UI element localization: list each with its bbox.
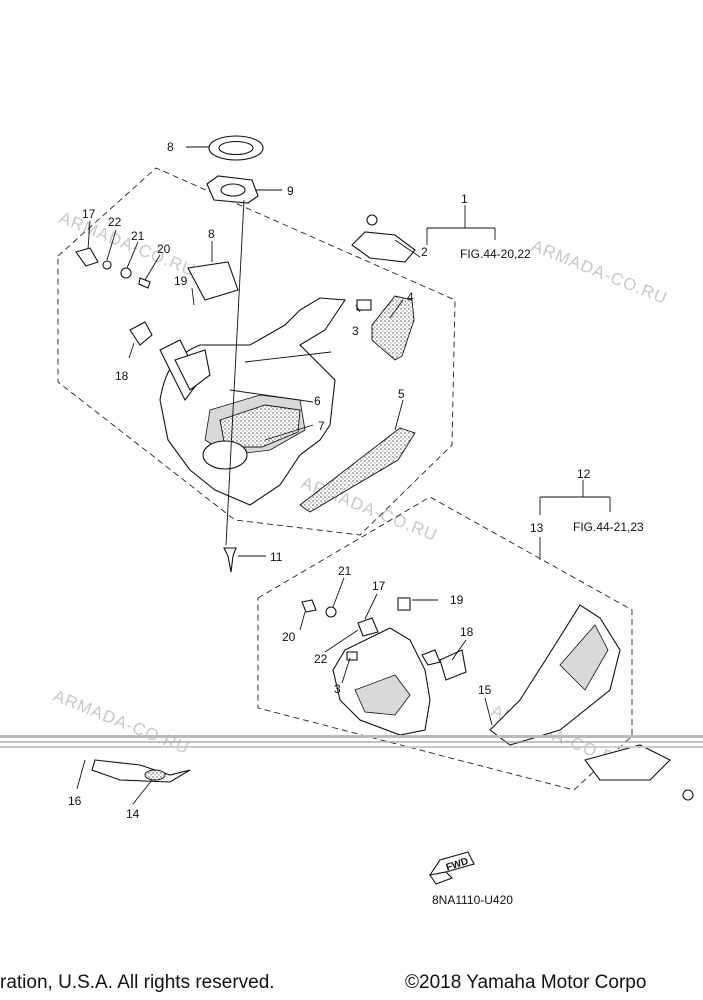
callout-2: 2 bbox=[421, 245, 428, 259]
callout-15: 15 bbox=[478, 683, 492, 697]
lower-assembly-outline bbox=[257, 496, 633, 791]
part-10-gasket bbox=[208, 135, 264, 161]
callout-13: 13 bbox=[530, 521, 544, 535]
callout-12: 12 bbox=[577, 467, 591, 481]
part-3-clip-upper bbox=[356, 299, 372, 311]
callout-9: 9 bbox=[287, 184, 294, 198]
part-11-screw bbox=[223, 547, 237, 573]
callout-8: 8 bbox=[208, 227, 215, 241]
callout-21-lower: 21 bbox=[338, 564, 352, 578]
upper-assembly-outline bbox=[57, 167, 456, 536]
figure-ref-upper: FIG.44-20,22 bbox=[460, 247, 531, 261]
scan-noise-band bbox=[0, 735, 703, 748]
callout-22-lower: 22 bbox=[314, 652, 328, 666]
callout-20-lower: 20 bbox=[282, 630, 296, 644]
callouts: 8 9 1 2 3 4 5 6 7 8 19 18 17 22 21 20 11… bbox=[68, 140, 591, 821]
part-4-pad bbox=[371, 295, 415, 361]
watermark-2: ARMADA-CO.RU bbox=[529, 236, 671, 308]
callout-10: 8 bbox=[167, 140, 174, 154]
callout-14: 14 bbox=[126, 807, 140, 821]
upper-fasteners bbox=[75, 247, 151, 289]
callout-21-upper: 21 bbox=[131, 229, 145, 243]
callout-5: 5 bbox=[398, 387, 405, 401]
callout-11: 11 bbox=[270, 550, 283, 564]
upper-cowling-panel bbox=[159, 297, 346, 506]
callout-7: 7 bbox=[318, 419, 325, 433]
callout-6: 6 bbox=[314, 394, 321, 408]
callout-3-upper: 3 bbox=[352, 324, 359, 338]
part-18-knob-upper bbox=[129, 321, 153, 346]
callout-1: 1 bbox=[461, 192, 468, 206]
leader-lines bbox=[76, 146, 611, 805]
callout-17-upper: 17 bbox=[82, 207, 96, 221]
callout-16: 16 bbox=[68, 794, 82, 808]
callout-3-lower: 3 bbox=[334, 682, 341, 696]
callout-19-upper: 19 bbox=[174, 274, 188, 288]
part-5-panel bbox=[299, 427, 416, 513]
figure-ref-lower: FIG.44-21,23 bbox=[573, 520, 644, 534]
lower-cowling-panel bbox=[91, 604, 694, 801]
lower-fasteners bbox=[301, 597, 467, 681]
fwd-arrow-icon: FWD bbox=[428, 851, 475, 885]
callout-18-lower: 18 bbox=[460, 625, 474, 639]
callout-18-upper: 18 bbox=[115, 369, 129, 383]
part-2-bracket bbox=[351, 231, 416, 263]
part-9-ring bbox=[206, 175, 259, 204]
callout-4: 4 bbox=[407, 290, 414, 304]
callout-20-upper: 20 bbox=[157, 242, 171, 256]
part-2-clip bbox=[366, 214, 378, 226]
callout-22-upper: 22 bbox=[108, 215, 122, 229]
diagram-code: 8NA1110-U420 bbox=[432, 893, 513, 907]
watermark-3: ARMADA-CO.RU bbox=[299, 473, 441, 545]
copyright-left: ration, U.S.A. All rights reserved. bbox=[0, 972, 275, 993]
copyright-right: ©2018 Yamaha Motor Corpo bbox=[405, 972, 646, 993]
callout-19-lower: 19 bbox=[450, 593, 464, 607]
callout-17-lower: 17 bbox=[372, 579, 386, 593]
part-8-plate bbox=[187, 261, 239, 301]
